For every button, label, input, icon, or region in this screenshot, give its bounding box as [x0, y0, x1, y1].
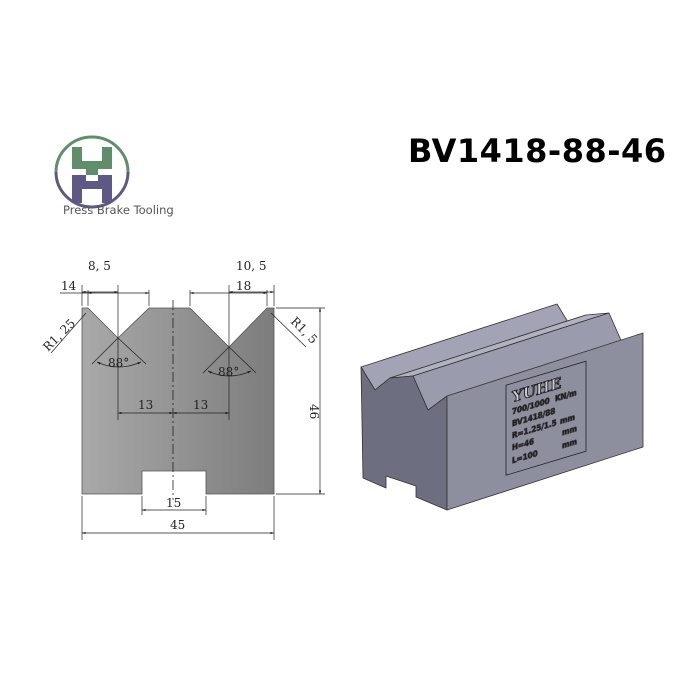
dim-left-offset: 8, 5	[88, 259, 111, 273]
profile-drawing: 8, 5 10, 5 14 18 R1, 25 R1, 5 88° 88° 13…	[40, 259, 325, 540]
dim-left-radius: R1, 25	[40, 316, 78, 354]
die-profile	[81, 307, 275, 495]
dim-right-center: 13	[193, 398, 208, 412]
dim-right-offset: 10, 5	[236, 259, 267, 273]
dim-right-radius: R1, 5	[288, 314, 320, 346]
logo-tagline: Press Brake Tooling	[63, 203, 174, 217]
dim-right-v-width: 18	[236, 279, 251, 293]
company-logo	[54, 135, 130, 209]
dim-height: 46	[307, 404, 321, 419]
dim-left-v-width: 14	[61, 279, 77, 293]
dim-left-center: 13	[138, 398, 153, 412]
dim-left-angle: 88°	[108, 356, 129, 370]
product-code-title: BV1418-88-46	[408, 132, 667, 170]
die-3d-render: YUHE 700/1000 KN/m BV1418/88 R=1.25/1.5 …	[360, 303, 644, 511]
dim-slot-width: 15	[166, 496, 181, 510]
dim-total-width: 45	[170, 518, 185, 532]
dim-right-angle: 88°	[218, 365, 239, 379]
